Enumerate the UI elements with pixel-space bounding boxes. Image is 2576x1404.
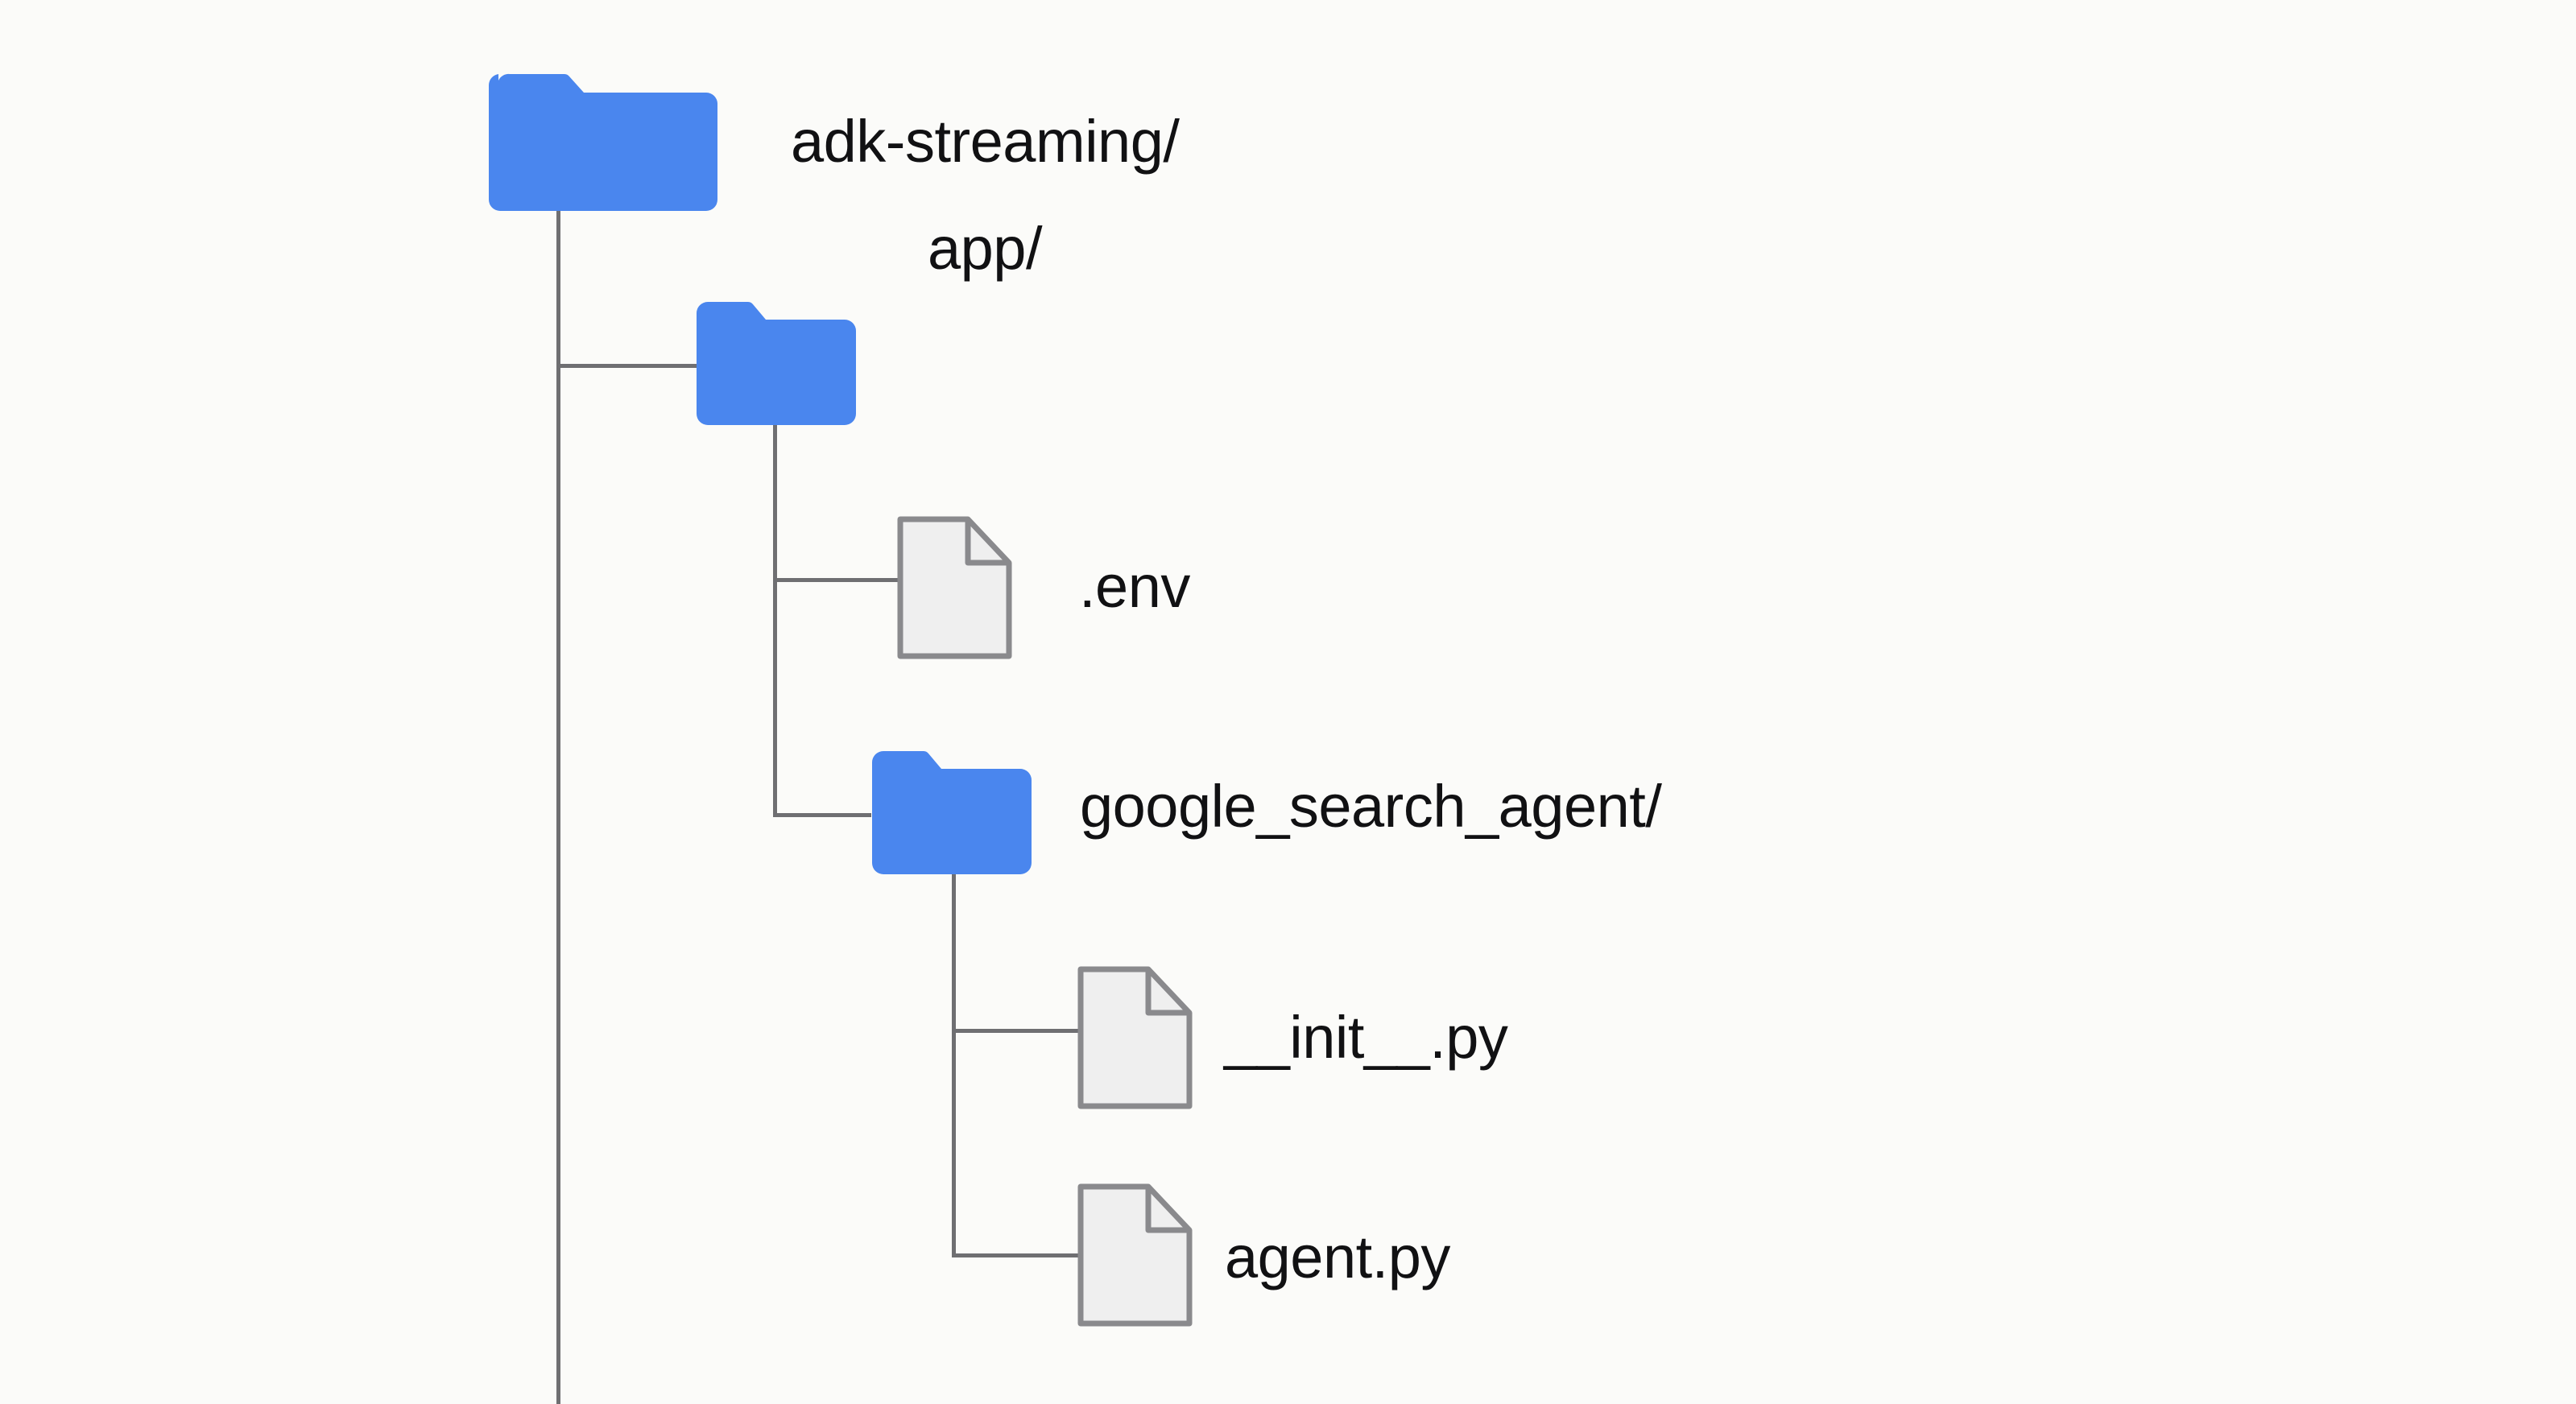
file-icon[interactable]	[897, 516, 1012, 659]
connector-trunk-app	[773, 425, 777, 817]
folder-icon[interactable]	[870, 749, 1033, 876]
connector-gsa-to-agent-py	[952, 1253, 1081, 1257]
node-label-agent-py: agent.py	[1225, 1224, 1450, 1290]
connector-trunk-root	[556, 211, 560, 1404]
connector-app-to-env	[773, 578, 903, 582]
folder-icon[interactable]	[487, 72, 719, 213]
node-label-root: adk-streaming/	[791, 108, 1180, 175]
node-label-init-py: __init__.py	[1224, 1004, 1508, 1071]
connector-trunk-google-search-agent	[952, 873, 956, 1257]
file-icon[interactable]	[1077, 1183, 1193, 1327]
file-icon[interactable]	[1077, 966, 1193, 1109]
connector-app-to-google-search-agent	[773, 813, 871, 817]
node-label-env: .env	[1079, 553, 1190, 620]
node-label-app: app/	[928, 215, 1043, 282]
connector-gsa-to-init-py	[952, 1029, 1081, 1033]
connector-root-to-app	[556, 364, 700, 368]
node-label-google-search-agent: google_search_agent/	[1080, 773, 1662, 840]
folder-icon[interactable]	[695, 300, 858, 427]
